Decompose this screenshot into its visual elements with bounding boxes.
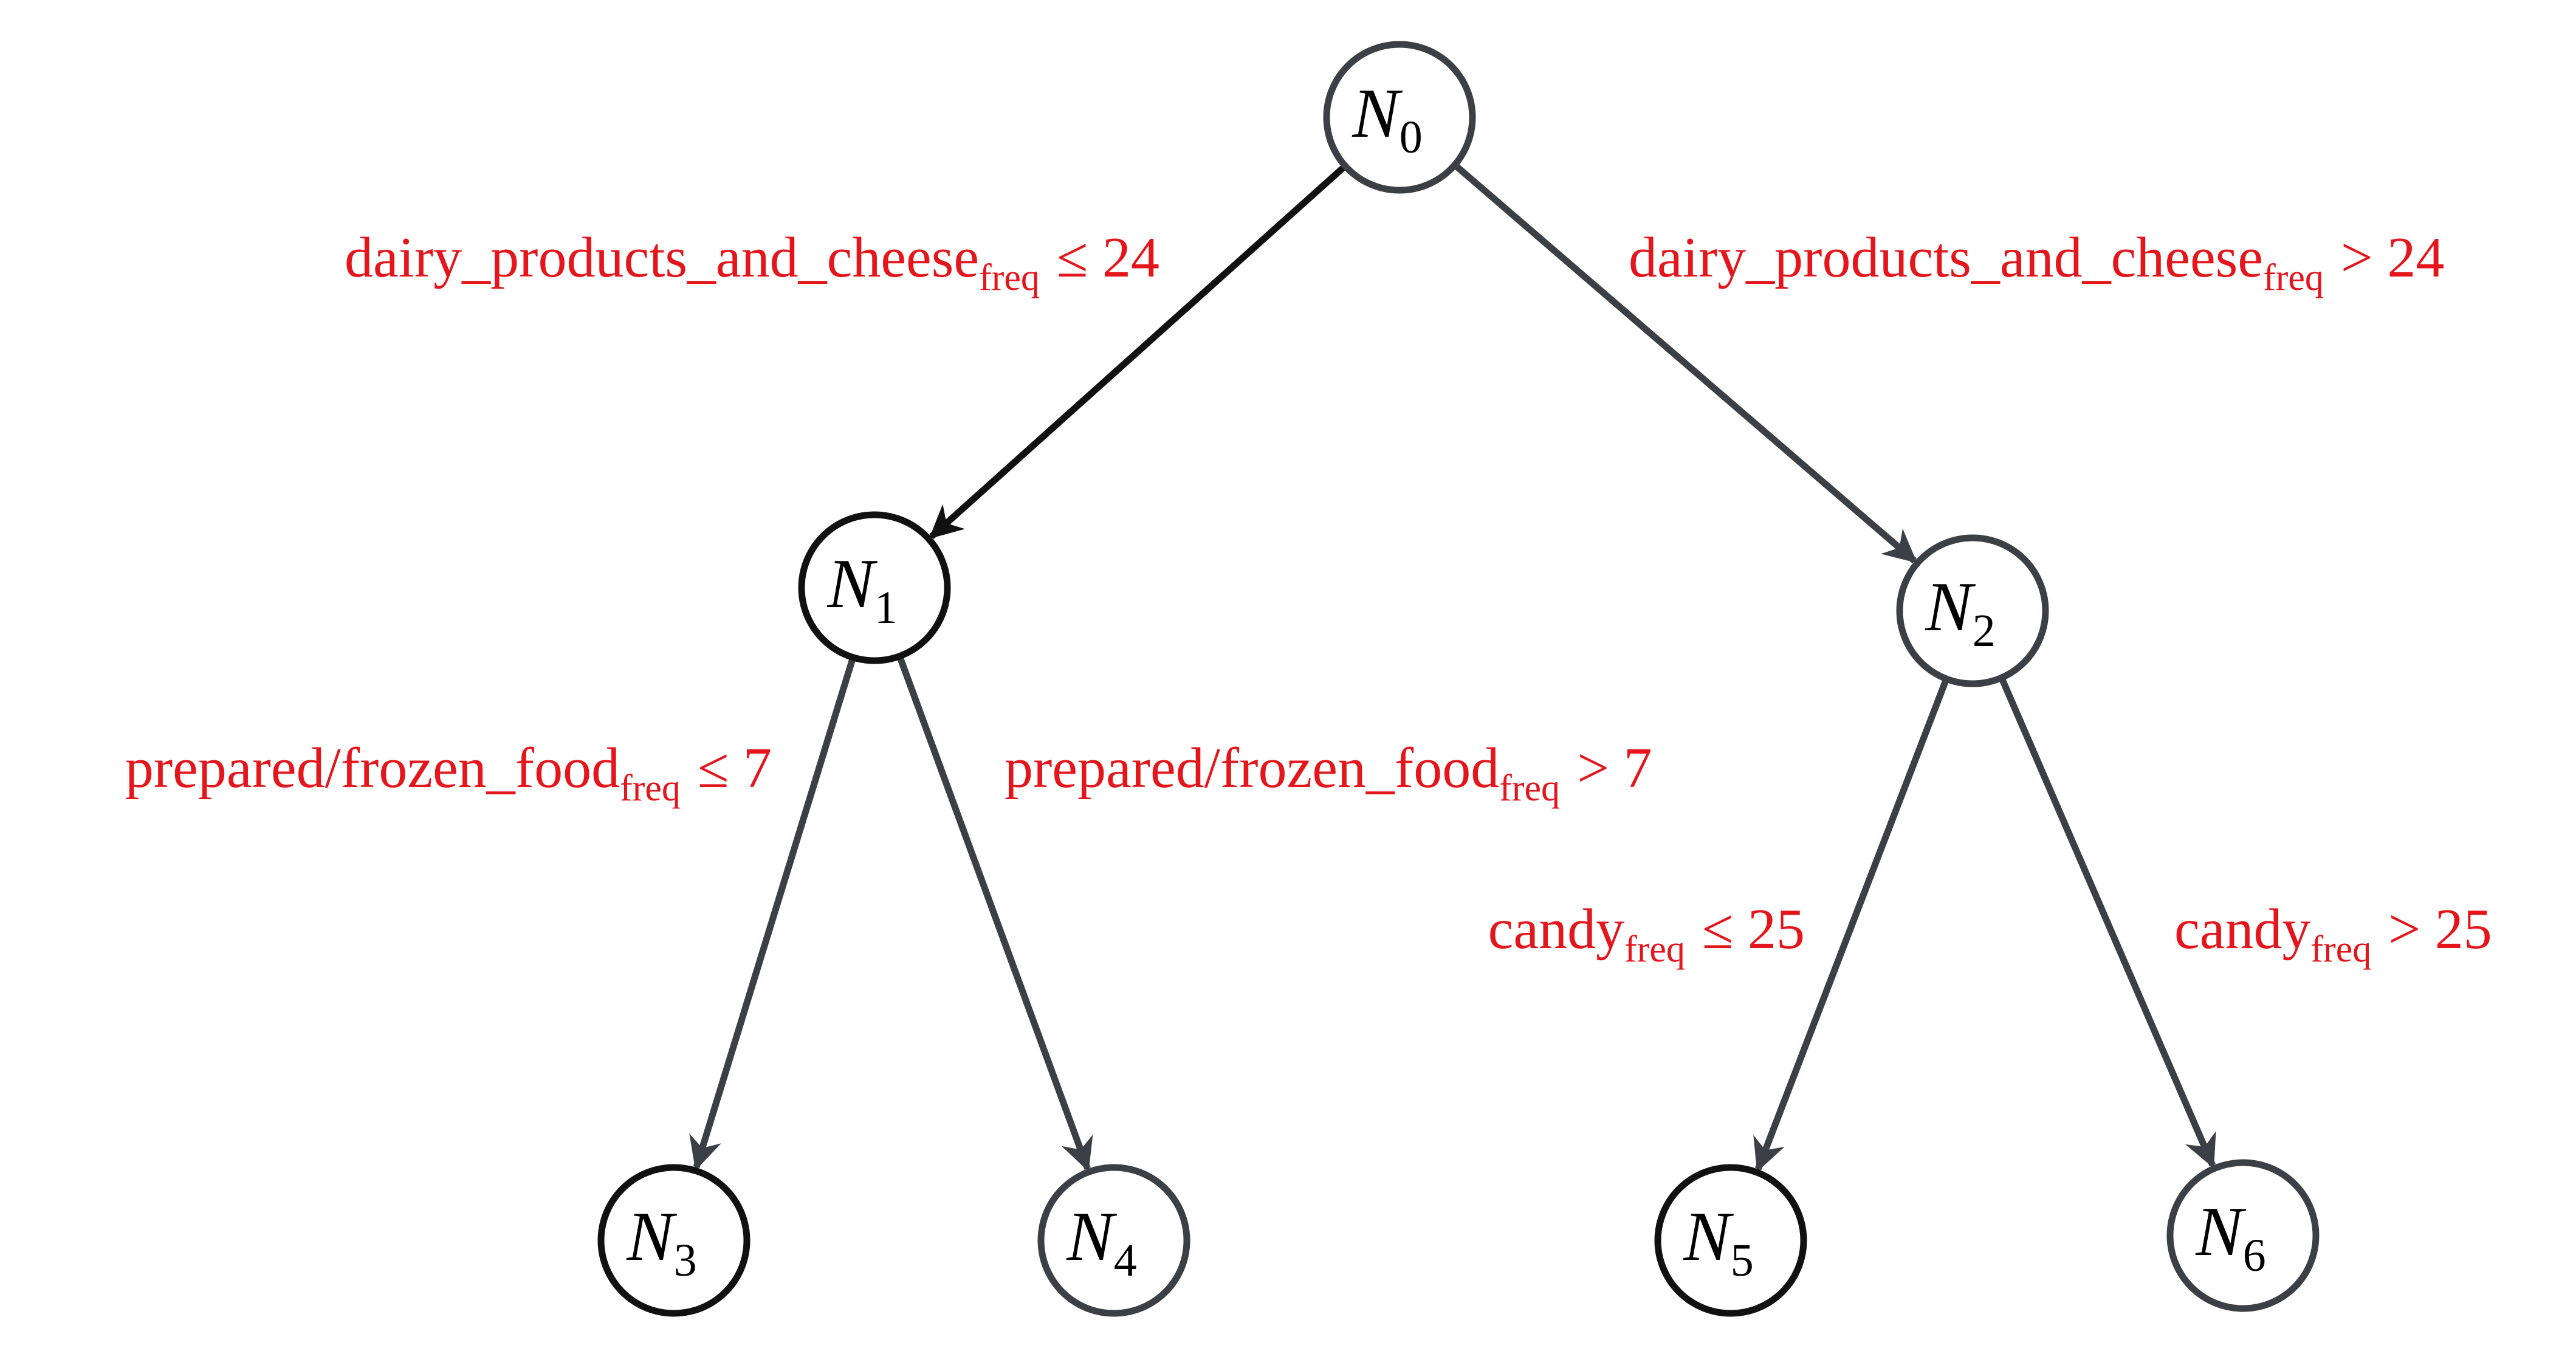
tree-node-n4: N4	[1037, 1164, 1190, 1317]
node-label: N5	[1683, 1198, 1753, 1286]
edge-label-n2-n5: candyfreq ≤ 25	[1488, 898, 1805, 970]
tree-node-n3: N3	[597, 1164, 750, 1317]
node-label-subscript: 4	[1114, 1235, 1137, 1286]
tree-node-n6: N6	[2166, 1159, 2320, 1312]
tree-node-n0: N0	[1323, 41, 1476, 194]
node-label: N4	[1066, 1198, 1136, 1286]
node-circle	[597, 1164, 750, 1317]
edge-label-feature: prepared/frozen_food	[1005, 737, 1499, 800]
edge-label-condition: ≤ 25	[1702, 898, 1805, 961]
edge-n0-n2	[1452, 162, 1917, 563]
tree-node-n2: N2	[1896, 534, 2049, 687]
edge-label-subscript: freq	[1624, 929, 1685, 970]
node-label-letter: N	[2195, 1193, 2246, 1271]
edge-label-condition: > 25	[2388, 898, 2492, 961]
edge-label-feature: dairy_products_and_cheese	[345, 226, 979, 289]
edges-layer	[689, 162, 2216, 1172]
edge-n1-n3	[689, 656, 857, 1171]
node-label-letter: N	[626, 1198, 677, 1276]
node-circle	[1896, 534, 2049, 687]
node-label: N3	[626, 1198, 696, 1286]
node-label-letter: N	[1352, 75, 1403, 153]
edge-label-condition: > 7	[1577, 737, 1652, 800]
edge-n2-n6	[1998, 676, 2216, 1169]
node-circle	[1323, 41, 1476, 194]
node-label: N2	[1925, 568, 1995, 656]
node-label-subscript: 3	[674, 1235, 697, 1286]
node-label-subscript: 2	[1973, 605, 1996, 656]
edge-label-feature: prepared/frozen_food	[125, 737, 620, 800]
edge-label-n2-n6: candyfreq > 25	[2174, 898, 2492, 970]
edge-label-subscript: freq	[2263, 257, 2324, 298]
node-label-letter: N	[1925, 568, 1976, 646]
edge-n2-n5	[1753, 678, 1950, 1172]
node-label: N1	[826, 545, 897, 633]
tree-node-n1: N1	[798, 511, 951, 664]
node-circle	[1654, 1164, 1807, 1317]
tree-node-n5: N5	[1654, 1164, 1807, 1317]
edge-label-subscript: freq	[620, 768, 681, 809]
edge-label-n0-n2: dairy_products_and_cheesefreq > 24	[1629, 226, 2444, 298]
edge-label-subscript: freq	[1499, 768, 1560, 809]
edge-n0-n1	[929, 163, 1348, 540]
edge-label-feature: dairy_products_and_cheese	[1629, 226, 2263, 289]
node-label-subscript: 5	[1731, 1235, 1754, 1286]
edge-label-n0-n1: dairy_products_and_cheesefreq ≤ 24	[345, 226, 1159, 298]
edge-label-subscript: freq	[2310, 929, 2371, 970]
edge-label-condition: ≤ 24	[1057, 226, 1159, 289]
node-label: N6	[2195, 1193, 2265, 1281]
edge-label-condition: ≤ 7	[698, 737, 772, 800]
node-label: N0	[1352, 75, 1422, 163]
edge-label-n1-n3: prepared/frozen_foodfreq ≤ 7	[125, 737, 772, 809]
edge-label-subscript: freq	[979, 257, 1040, 298]
node-circle	[798, 511, 951, 664]
edge-label-n1-n4: prepared/frozen_foodfreq > 7	[1005, 737, 1652, 809]
node-circle	[2166, 1159, 2320, 1312]
node-label-subscript: 1	[874, 582, 898, 633]
node-label-subscript: 6	[2243, 1230, 2266, 1281]
edge-label-feature: candy	[2174, 898, 2310, 961]
node-label-letter: N	[1066, 1198, 1117, 1276]
edge-label-condition: > 24	[2341, 226, 2445, 289]
edge-label-feature: candy	[1488, 898, 1624, 961]
node-label-subscript: 0	[1400, 112, 1423, 163]
node-label-letter: N	[1683, 1198, 1734, 1276]
node-circle	[1037, 1164, 1190, 1317]
edge-n1-n4	[896, 655, 1093, 1172]
node-label-letter: N	[826, 545, 878, 623]
